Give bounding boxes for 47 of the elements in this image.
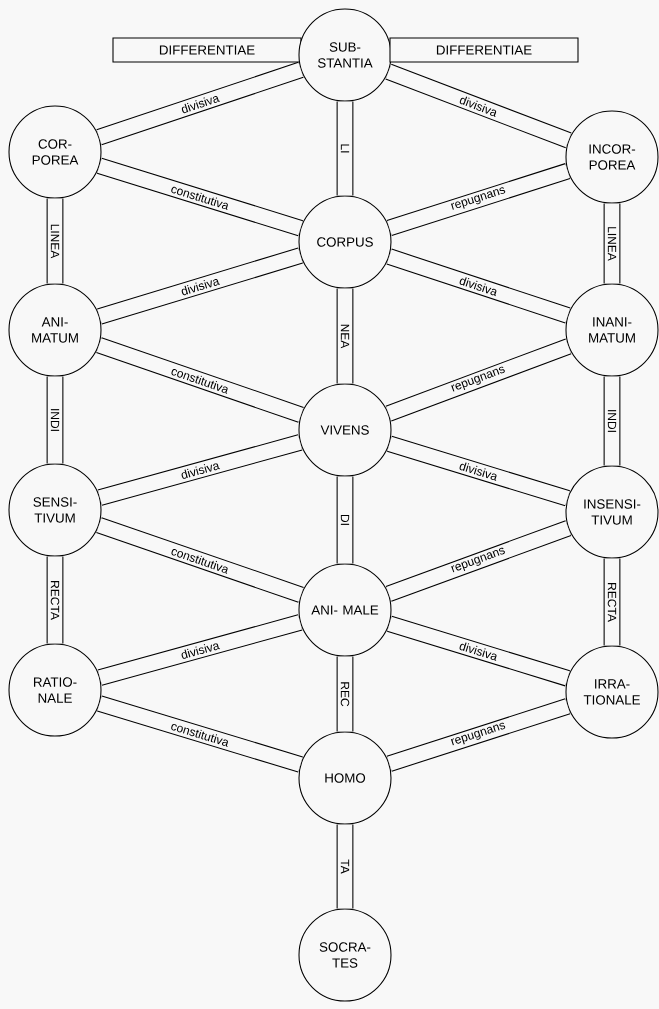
edge-label: divisiva [178,274,222,298]
band-connector [387,615,570,687]
edge-label: INDI [606,407,618,435]
band-connector [385,63,572,149]
edge-label: divisiva [178,638,222,662]
edge-label: LINEA [606,224,618,263]
label-band: DIFFERENTIAE [389,37,579,63]
band-connector [336,288,354,384]
band-connector [386,248,571,324]
band-connector [336,101,354,196]
edge-label: LINEA [49,222,61,260]
band-connector [603,558,621,646]
band-connector [336,656,354,732]
band-connector [46,376,64,464]
band-connector [97,434,303,506]
band-connector [385,520,572,602]
band-connector [336,476,354,564]
label-band: DIFFERENTIAE [112,37,302,63]
band-connector [97,695,303,773]
band-connector [386,698,571,772]
edge-label: NEA [339,322,351,350]
band-connector [603,203,621,284]
edge-label: LI [339,142,351,155]
edge-label: RECTA [49,578,61,622]
edge-label: TA [339,857,351,876]
edge-label: divisiva [456,639,501,663]
band-connector [96,61,304,146]
band-connector [97,614,303,686]
band-connector [96,517,304,603]
edge-label: DI [339,512,351,528]
band-connector [603,376,621,466]
band-connector [336,824,354,909]
edge-label: divisiva [456,459,501,483]
edge-label: INDI [49,406,61,434]
band-connector [46,198,64,284]
edge-label: divisiva [178,91,222,116]
band-connector [96,337,304,423]
band-connector [97,247,303,325]
edge-label: divisiva [178,458,222,482]
band-connector [96,157,304,237]
band-connector [386,163,571,236]
band-connector [46,556,64,644]
edge-label: divisiva [456,274,501,299]
edge-label: RECTA [606,580,618,624]
band-connector [385,338,572,422]
band-connector [387,435,570,507]
edge-label: REC [339,680,351,708]
